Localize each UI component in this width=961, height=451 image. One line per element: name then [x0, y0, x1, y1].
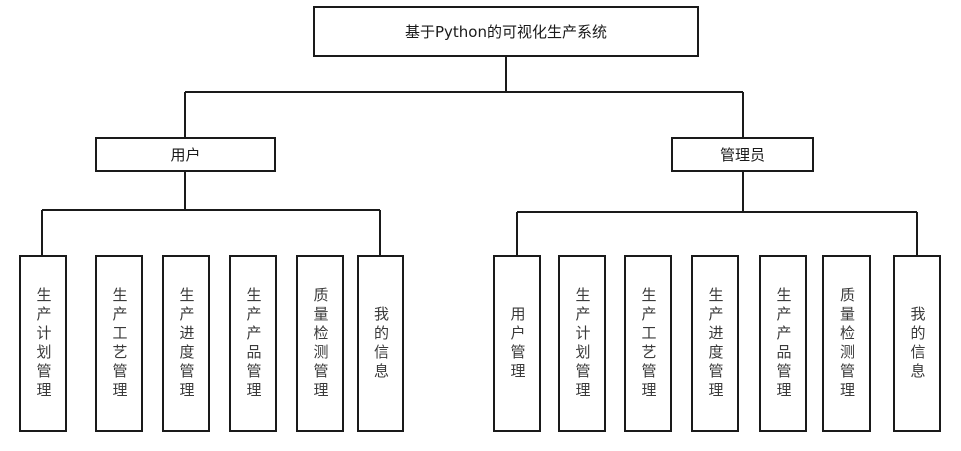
node-user-label: 用户	[170, 146, 201, 164]
leaf-admin-production-product: 生产产品管理	[759, 255, 807, 432]
leaf-admin-production-plan: 生产计划管理	[558, 255, 606, 432]
leaf-admin-my-info: 我的信息	[893, 255, 941, 432]
node-admin: 管理员	[671, 137, 814, 172]
leaf-label: 生产计划管理	[34, 286, 53, 401]
leaf-user-my-info: 我的信息	[357, 255, 404, 432]
leaf-label: 用户管理	[508, 305, 527, 382]
leaf-admin-production-progress: 生产进度管理	[691, 255, 739, 432]
leaf-user-quality-inspection: 质量检测管理	[296, 255, 344, 432]
leaf-label: 生产进度管理	[706, 286, 725, 401]
leaf-label: 生产计划管理	[573, 286, 592, 401]
leaf-admin-production-process: 生产工艺管理	[624, 255, 672, 432]
leaf-label: 我的信息	[372, 305, 390, 382]
leaf-label: 生产进度管理	[177, 286, 196, 401]
leaf-label: 质量检测管理	[311, 286, 330, 401]
leaf-admin-quality-inspection: 质量检测管理	[822, 255, 871, 432]
leaf-label: 生产产品管理	[774, 286, 793, 401]
leaf-user-production-progress: 生产进度管理	[162, 255, 210, 432]
root-node: 基于Python的可视化生产系统	[313, 6, 699, 57]
leaf-admin-user-management: 用户管理	[493, 255, 541, 432]
leaf-label: 我的信息	[908, 305, 927, 382]
root-label: 基于Python的可视化生产系统	[405, 23, 607, 41]
leaf-label: 质量检测管理	[838, 286, 856, 401]
leaf-user-production-plan: 生产计划管理	[19, 255, 67, 432]
leaf-user-production-process: 生产工艺管理	[95, 255, 143, 432]
node-admin-label: 管理员	[719, 146, 765, 164]
leaf-user-production-product: 生产产品管理	[229, 255, 277, 432]
leaf-label: 生产工艺管理	[639, 286, 658, 401]
leaf-label: 生产工艺管理	[110, 286, 129, 401]
leaf-label: 生产产品管理	[244, 286, 263, 401]
node-user: 用户	[95, 137, 276, 172]
